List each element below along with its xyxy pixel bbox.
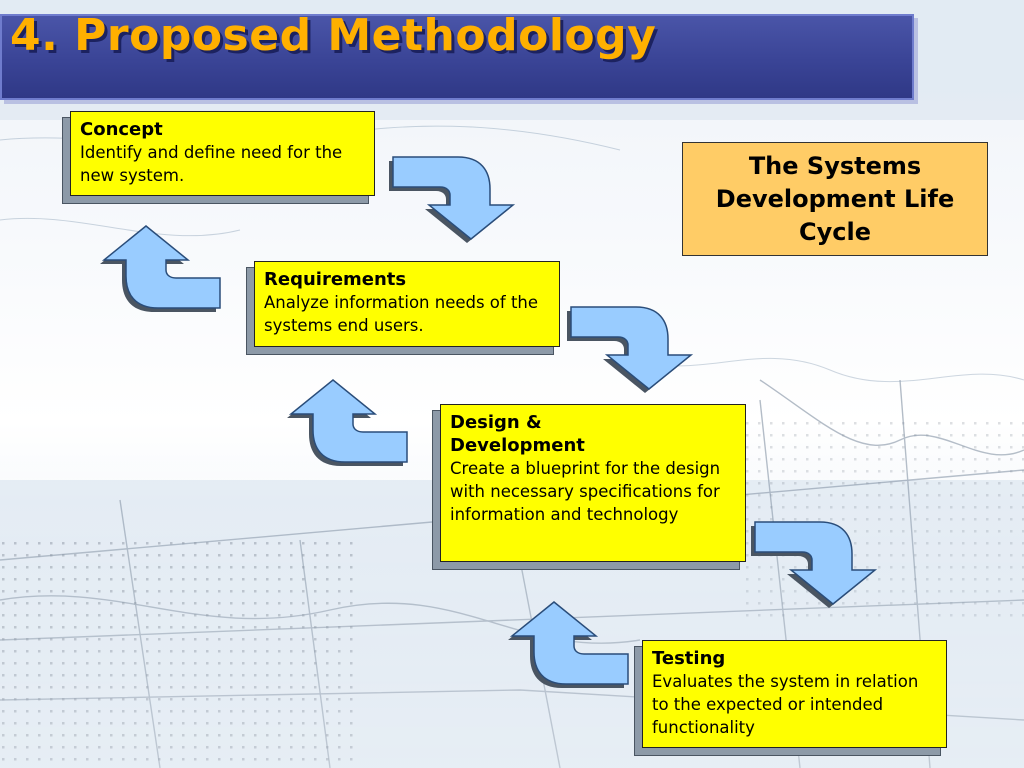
- stage-description: Identify and define need for the new sys…: [80, 143, 343, 185]
- stage-description: Analyze information needs of the systems…: [264, 293, 539, 335]
- curved-up-arrow-icon: [508, 601, 629, 688]
- slide-title: 4. Proposed Methodology: [10, 10, 657, 61]
- sdlc-label-box: The Systems Development Life Cycle: [682, 142, 988, 256]
- curved-up-arrow-icon: [100, 225, 221, 312]
- curved-down-arrow-icon: [567, 306, 694, 393]
- stage-testing: Testing Evaluates the system in relation…: [642, 640, 947, 748]
- title-bar: [0, 14, 914, 100]
- stage-title: Concept: [80, 119, 163, 140]
- stage-concept: Concept Identify and define need for the…: [70, 111, 375, 196]
- stage-requirements: Requirements Analyze information needs o…: [254, 261, 560, 347]
- sdlc-label: The Systems Development Life Cycle: [715, 151, 955, 246]
- stage-description: Create a blueprint for the design with n…: [450, 459, 721, 524]
- stage-title: Testing: [652, 648, 726, 669]
- curved-down-arrow-icon: [751, 521, 878, 608]
- curved-up-arrow-icon: [287, 379, 408, 466]
- curved-down-arrow-icon: [389, 156, 516, 243]
- stage-title: Design & Development: [450, 412, 585, 456]
- stage-design-development: Design & Development Create a blueprint …: [440, 404, 746, 562]
- stage-description: Evaluates the system in relation to the …: [652, 672, 919, 737]
- stage-title: Requirements: [264, 269, 407, 290]
